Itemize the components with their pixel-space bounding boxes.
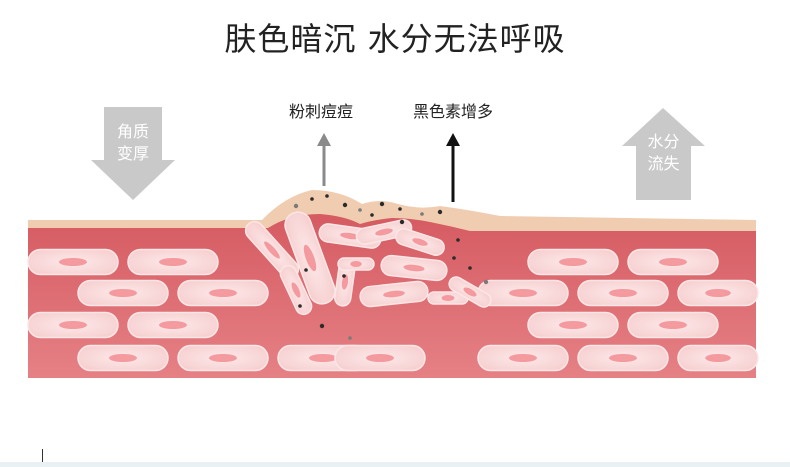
skin-cell — [334, 344, 426, 372]
pigment-dot — [483, 279, 489, 285]
pigment-dot — [379, 201, 385, 207]
pigment-dot — [370, 213, 374, 217]
water-label-line2: 流失 — [647, 154, 680, 173]
pigment-dot — [319, 323, 325, 329]
pigment-dot — [342, 274, 346, 278]
pigment-dot — [342, 202, 348, 208]
skin-cell — [337, 257, 375, 271]
skin-cell — [527, 311, 619, 339]
skin-cell — [77, 344, 169, 372]
pigment-dot — [420, 212, 424, 216]
keratin-label-line1: 角质 — [116, 122, 149, 141]
acne-label: 粉刺痘痘 — [289, 102, 354, 121]
skin-cell — [395, 227, 445, 257]
acne-arrow-head — [317, 133, 331, 146]
skin-cell — [677, 279, 759, 307]
pigment-dot — [452, 256, 456, 260]
skin-cell — [677, 344, 759, 372]
pigment-dots — [293, 194, 489, 340]
skin-cell — [359, 280, 429, 308]
skin-cell — [627, 248, 719, 276]
skin-cell — [577, 279, 669, 307]
melanin-arrow-head — [446, 133, 460, 146]
pigment-dot — [293, 203, 299, 209]
keratin-down-arrow — [91, 107, 175, 200]
epidermis-top-layer — [28, 190, 756, 231]
skin-cell — [127, 311, 219, 339]
skin-cell — [27, 311, 119, 339]
skin-cell — [27, 248, 119, 276]
skin-cells — [27, 248, 759, 372]
pigment-dot — [325, 194, 329, 198]
melanin-label: 黑色素增多 — [413, 102, 494, 121]
water-label-line1: 水分 — [647, 132, 680, 151]
pigment-dot — [437, 209, 443, 215]
skin-cell — [477, 279, 569, 307]
pigment-dot — [310, 197, 314, 201]
pigment-dot — [398, 207, 402, 211]
water-label: 水分 流失 — [636, 131, 691, 175]
pigment-dot — [298, 304, 302, 308]
pigment-dot — [399, 219, 405, 225]
skin-cell — [448, 276, 492, 308]
bottom-strip — [0, 462, 790, 467]
damaged-cells — [244, 211, 492, 316]
text-cursor — [42, 449, 43, 466]
skin-cell — [380, 254, 448, 282]
skin-cell — [577, 344, 669, 372]
skin-cell — [177, 279, 269, 307]
pigment-dot — [456, 238, 460, 242]
skin-cell — [477, 344, 569, 372]
page-title: 肤色暗沉 水分无法呼吸 — [224, 20, 566, 58]
skin-cell — [284, 211, 336, 305]
pigment-dot — [348, 336, 352, 340]
skin-cell — [127, 248, 219, 276]
skin-cell — [627, 311, 719, 339]
pigment-dot — [304, 268, 308, 272]
skin-cell — [77, 279, 169, 307]
skin-cell — [527, 248, 619, 276]
skin-cell — [355, 219, 413, 245]
water-up-arrow — [622, 108, 705, 200]
skin-cell — [279, 264, 313, 316]
skin-cell — [177, 344, 269, 372]
keratin-label: 角质 变厚 — [104, 121, 162, 165]
pigment-dot — [358, 208, 362, 212]
keratin-label-line2: 变厚 — [116, 144, 149, 163]
pigment-dot — [468, 266, 472, 270]
